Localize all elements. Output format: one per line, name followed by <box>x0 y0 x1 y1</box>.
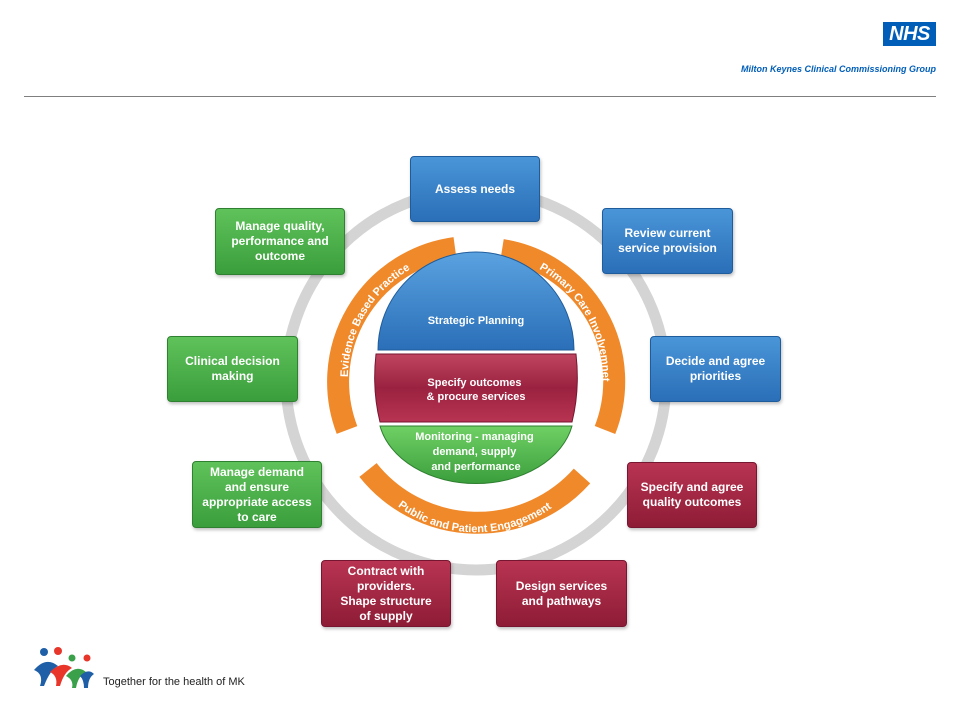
decide-priorities-box: Decide and agree priorities <box>650 336 781 402</box>
box-line: Shape structure <box>340 593 432 608</box>
nhs-logo: NHS <box>883 22 936 46</box>
header-divider <box>24 96 936 97</box>
center-middle-label: Specify outcomes & procure services <box>426 377 525 403</box>
box-line: Clinical decision <box>185 354 280 368</box>
center-top-label: Strategic Planning <box>428 315 525 327</box>
review-provision-box: Review current service provision <box>602 208 733 274</box>
box-line: performance and <box>231 234 329 248</box>
arc-bottom-band <box>359 463 591 534</box>
box-line: Review current <box>624 226 711 240</box>
arc-right-band <box>500 239 626 435</box>
box-line: quality outcomes <box>642 495 742 509</box>
box-line: Decide and agree <box>665 354 766 368</box>
assess-needs-line: Assess needs <box>434 181 516 196</box>
monitoring-segment <box>379 425 573 484</box>
manage-demand-box: Manage demand and ensure appropriate acc… <box>192 461 322 528</box>
assess-needs-box: Assess needs <box>410 156 540 222</box>
specify-quality-box: Specify and agree quality outcomes <box>627 462 757 528</box>
footer-tagline: Together for the health of MK <box>103 676 245 688</box>
box-line: Manage quality, <box>235 219 325 233</box>
box-line: Manage demand <box>209 464 304 479</box>
contract-providers-box: Contract with providers. Shape structure… <box>321 560 451 627</box>
box-line: providers. <box>356 578 415 593</box>
box-line: service provision <box>618 241 717 255</box>
organisation-name: Milton Keynes Clinical Commissioning Gro… <box>740 64 936 74</box>
box-line: appropriate access <box>202 494 312 509</box>
box-line: Design services <box>515 578 608 593</box>
box-line: of supply <box>359 608 413 623</box>
box-line: and ensure <box>224 479 289 494</box>
clinical-decision-box: Clinical decision making <box>167 336 298 402</box>
strategic-planning-segment <box>377 251 575 351</box>
box-line: making <box>211 369 254 383</box>
box-line: and pathways <box>521 593 602 608</box>
box-line: outcome <box>254 249 305 263</box>
box-line: to care <box>237 509 277 524</box>
box-line: priorities <box>689 369 742 383</box>
design-services-box: Design services and pathways <box>496 560 627 627</box>
box-line: Contract with <box>347 563 425 578</box>
procure-services-segment <box>374 353 578 423</box>
mk-ccg-logo <box>34 647 94 688</box>
manage-quality-box: Manage quality, performance and outcome <box>215 208 345 275</box>
arc-left-band <box>327 237 457 434</box>
center-bottom-label: Monitoring - managing demand, supply and… <box>415 431 537 473</box>
box-line: Specify and agree <box>640 480 744 494</box>
